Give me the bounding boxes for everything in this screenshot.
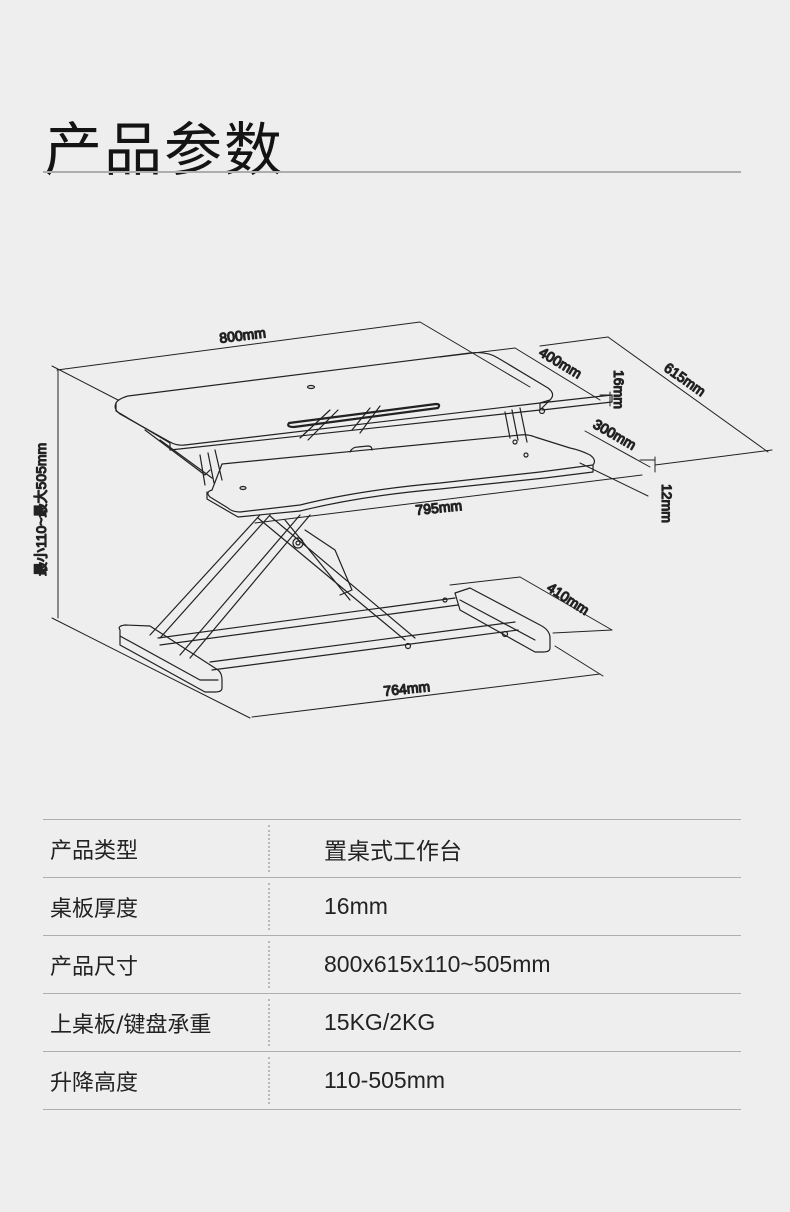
column-divider xyxy=(268,999,270,1046)
spec-table: 产品类型 置桌式工作台 桌板厚度 16mm 产品尺寸 800x615x110~5… xyxy=(43,819,741,1110)
dim-base-width: 764mm xyxy=(383,678,431,699)
column-divider xyxy=(268,825,270,872)
dim-keyboard-width: 795mm xyxy=(415,497,463,518)
dim-keyboard-thickness: 12mm xyxy=(659,484,675,523)
title-divider xyxy=(43,171,741,173)
dim-top-thickness: 16mm xyxy=(611,370,627,409)
top-support-brackets xyxy=(144,405,546,486)
dim-base-depth: 410mm xyxy=(544,579,592,618)
spec-row-load-capacity: 上桌板/键盘承重 15KG/2KG xyxy=(43,993,741,1051)
spec-value: 15KG/2KG xyxy=(324,1009,436,1035)
product-dimension-diagram: 800mm 400mm 16mm 615mm 300mm 12mm 795mm … xyxy=(0,300,790,740)
spec-value: 置桌式工作台 xyxy=(324,837,462,864)
spec-label: 桌板厚度 xyxy=(50,896,139,922)
spec-label: 上桌板/键盘承重 xyxy=(50,1012,212,1038)
spec-value: 16mm xyxy=(324,893,388,919)
spec-value: 800x615x110~505mm xyxy=(324,951,551,977)
dim-height-range: 最小110~最大505mm xyxy=(33,443,49,576)
column-divider xyxy=(268,1057,270,1104)
column-divider xyxy=(268,883,270,930)
top-desk-board xyxy=(114,351,613,451)
column-divider xyxy=(268,941,270,988)
spec-row-lift-height: 升降高度 110-505mm xyxy=(43,1051,741,1110)
spec-row-product-type: 产品类型 置桌式工作台 xyxy=(43,819,741,877)
spec-label: 产品尺寸 xyxy=(50,954,139,980)
spec-row-product-size: 产品尺寸 800x615x110~505mm xyxy=(43,935,741,993)
spec-label: 升降高度 xyxy=(50,1070,139,1096)
page-title: 产品参数 xyxy=(44,115,285,184)
dimension-lines xyxy=(51,321,773,719)
base-frame xyxy=(118,587,551,693)
keyboard-tray xyxy=(206,434,596,518)
spec-row-board-thickness: 桌板厚度 16mm xyxy=(43,877,741,935)
dim-top-width: 800mm xyxy=(218,324,266,346)
dim-total-depth: 615mm xyxy=(661,359,708,399)
spec-label: 产品类型 xyxy=(50,838,139,864)
scissor-lift-mechanism xyxy=(149,514,416,659)
spec-value: 110-505mm xyxy=(324,1067,446,1093)
